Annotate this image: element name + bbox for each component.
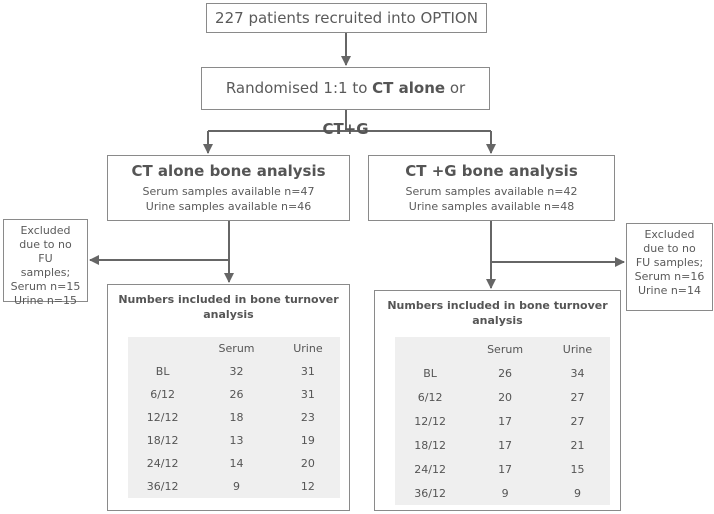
table-row: 36/12 9 12 — [128, 475, 340, 498]
table-row: 6/12 20 27 — [395, 385, 610, 409]
urine-cell: 9 — [573, 486, 581, 500]
timepoint-cell: BL — [423, 366, 437, 380]
table-header-row: Serum Urine — [128, 337, 340, 360]
excluded-line: Urine n=15 — [13, 294, 78, 307]
table-header-cell: Serum — [487, 342, 524, 356]
table-header-cell — [128, 337, 197, 360]
urine-cell: 21 — [570, 438, 585, 452]
table-row: 6/12 26 31 — [128, 383, 340, 406]
ct-g-arm-title: CT +G bone analysis — [405, 162, 578, 180]
timepoint-cell: BL — [155, 365, 170, 378]
excluded-line: Serum n=16 — [634, 270, 705, 283]
randomisation-arm2: CT+G — [322, 120, 369, 138]
urine-cell: 20 — [300, 457, 315, 470]
ct-g-urine-available: Urine samples available n=48 — [408, 200, 575, 213]
urine-cell: 31 — [300, 388, 315, 401]
excluded-line: Excluded — [644, 228, 695, 241]
excluded-line: samples; — [20, 266, 71, 279]
urine-cell: 19 — [300, 434, 315, 447]
recruitment-box: 227 patients recruited into OPTION — [206, 3, 487, 33]
table-header-cell — [395, 337, 465, 361]
ct-alone-arm-title: CT alone bone analysis — [131, 162, 326, 180]
serum-cell: 9 — [501, 486, 509, 500]
randomisation-middle: or — [445, 79, 466, 97]
timepoint-cell: 6/12 — [150, 388, 175, 401]
serum-cell: 13 — [229, 434, 244, 447]
timepoint-cell: 12/12 — [146, 411, 179, 424]
table-row: 18/12 13 19 — [128, 429, 340, 452]
ct-alone-turnover-table: Serum Urine BL 32 31 6/12 26 31 12/12 18… — [128, 337, 340, 498]
serum-cell: 26 — [229, 388, 244, 401]
urine-cell: 27 — [570, 390, 585, 404]
timepoint-cell: 36/12 — [414, 486, 446, 500]
ct-g-excluded-box: Excluded due to no FU samples; Serum n=1… — [626, 223, 713, 311]
ct-g-turnover-table: Serum Urine BL 26 34 6/12 20 27 12/12 17… — [395, 337, 610, 505]
timepoint-cell: 36/12 — [146, 480, 179, 493]
timepoint-cell: 24/12 — [146, 457, 179, 470]
urine-cell: 34 — [570, 366, 585, 380]
timepoint-cell: 18/12 — [146, 434, 179, 447]
ct-g-turnover-box: Numbers included in bone turnover analys… — [374, 290, 621, 511]
randomisation-arm1: CT alone — [372, 79, 446, 97]
ct-alone-excluded-box: Excluded due to no FU samples; Serum n=1… — [3, 219, 88, 307]
ct-g-serum-available: Serum samples available n=42 — [405, 185, 578, 198]
timepoint-cell: 6/12 — [417, 390, 443, 404]
serum-cell: 32 — [229, 365, 244, 378]
serum-cell: 26 — [498, 366, 513, 380]
urine-cell: 23 — [300, 411, 315, 424]
urine-cell: 31 — [300, 365, 315, 378]
serum-cell: 17 — [498, 438, 513, 452]
timepoint-cell: 18/12 — [414, 438, 446, 452]
table-row: 24/12 14 20 — [128, 452, 340, 475]
urine-cell: 12 — [300, 480, 315, 493]
recruitment-text: 227 patients recruited into OPTION — [215, 9, 478, 27]
serum-cell: 18 — [229, 411, 244, 424]
timepoint-cell: 24/12 — [414, 462, 446, 476]
ct-alone-serum-available: Serum samples available n=47 — [142, 185, 315, 198]
excluded-line: Serum n=15 — [10, 280, 81, 293]
table-row: 12/12 18 23 — [128, 406, 340, 429]
excluded-line: FU — [38, 252, 53, 265]
excluded-line: due to no — [643, 242, 696, 255]
serum-cell: 9 — [233, 480, 241, 493]
timepoint-cell: 12/12 — [414, 414, 446, 428]
ct-g-arm-box: CT +G bone analysis Serum samples availa… — [368, 155, 615, 221]
excluded-line: Urine n=14 — [637, 284, 702, 297]
randomisation-prefix: Randomised 1:1 to — [225, 79, 373, 97]
table-row: 24/12 17 15 — [395, 457, 610, 481]
serum-cell: 17 — [498, 414, 513, 428]
table-header-row: Serum Urine — [395, 337, 610, 361]
table-row: 18/12 17 21 — [395, 433, 610, 457]
randomisation-box: Randomised 1:1 to CT alone or CT+G — [201, 67, 490, 138]
ct-alone-urine-available: Urine samples available n=46 — [145, 200, 312, 213]
table-row: BL 26 34 — [395, 361, 610, 385]
urine-cell: 15 — [570, 462, 585, 476]
serum-cell: 14 — [229, 457, 244, 470]
excluded-line: Excluded — [20, 224, 71, 237]
ct-alone-turnover-title: Numbers included in bone turnover analys… — [118, 293, 339, 321]
serum-cell: 17 — [498, 462, 513, 476]
table-header-cell: Serum — [218, 342, 255, 355]
table-header-cell: Urine — [293, 342, 323, 355]
excluded-line: FU samples; — [635, 256, 704, 269]
excluded-line: due to no — [19, 238, 72, 251]
urine-cell: 27 — [570, 414, 585, 428]
table-row: 12/12 17 27 — [395, 409, 610, 433]
serum-cell: 20 — [498, 390, 513, 404]
table-row: BL 32 31 — [128, 360, 340, 383]
table-row: 36/12 9 9 — [395, 481, 610, 505]
table-header-cell: Urine — [562, 342, 593, 356]
ct-g-turnover-title: Numbers included in bone turnover analys… — [387, 299, 608, 327]
ct-alone-arm-box: CT alone bone analysis Serum samples ava… — [107, 155, 350, 221]
ct-alone-turnover-box: Numbers included in bone turnover analys… — [107, 284, 350, 511]
